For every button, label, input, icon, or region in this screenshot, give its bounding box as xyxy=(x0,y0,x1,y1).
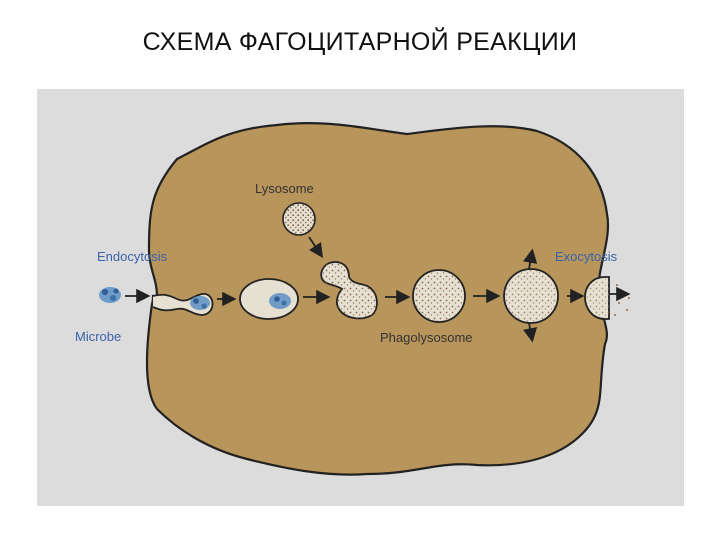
phagosome xyxy=(239,278,299,320)
microbe-engulfing xyxy=(190,296,210,310)
slide-title: СХЕМА ФАГОЦИТАРНОЙ РЕАКЦИИ xyxy=(142,28,578,56)
arrow-residual-up xyxy=(523,248,538,270)
label-exocytosis: Exocytosis xyxy=(555,249,618,264)
phagocytosis-diagram: Lysosome Endocytosis Exocytosis Microbe … xyxy=(37,89,684,506)
lysosome xyxy=(282,202,316,236)
residual-body xyxy=(503,268,559,324)
label-phagolysosome: Phagolysosome xyxy=(380,330,473,345)
exocytosis-vesicle xyxy=(584,276,630,320)
phagolysosome xyxy=(412,269,466,323)
cell-body xyxy=(145,122,610,476)
fusing-vesicle xyxy=(320,261,378,320)
arrow-residual-down xyxy=(522,322,538,343)
label-lysosome: Lysosome xyxy=(255,181,314,196)
flow-arrows xyxy=(125,236,631,343)
microbe-outside xyxy=(99,287,121,303)
arrow-lysosome-down xyxy=(308,236,323,258)
label-microbe: Microbe xyxy=(75,329,121,344)
diagram-canvas: Lysosome Endocytosis Exocytosis Microbe … xyxy=(37,89,684,506)
label-endocytosis: Endocytosis xyxy=(97,249,168,264)
